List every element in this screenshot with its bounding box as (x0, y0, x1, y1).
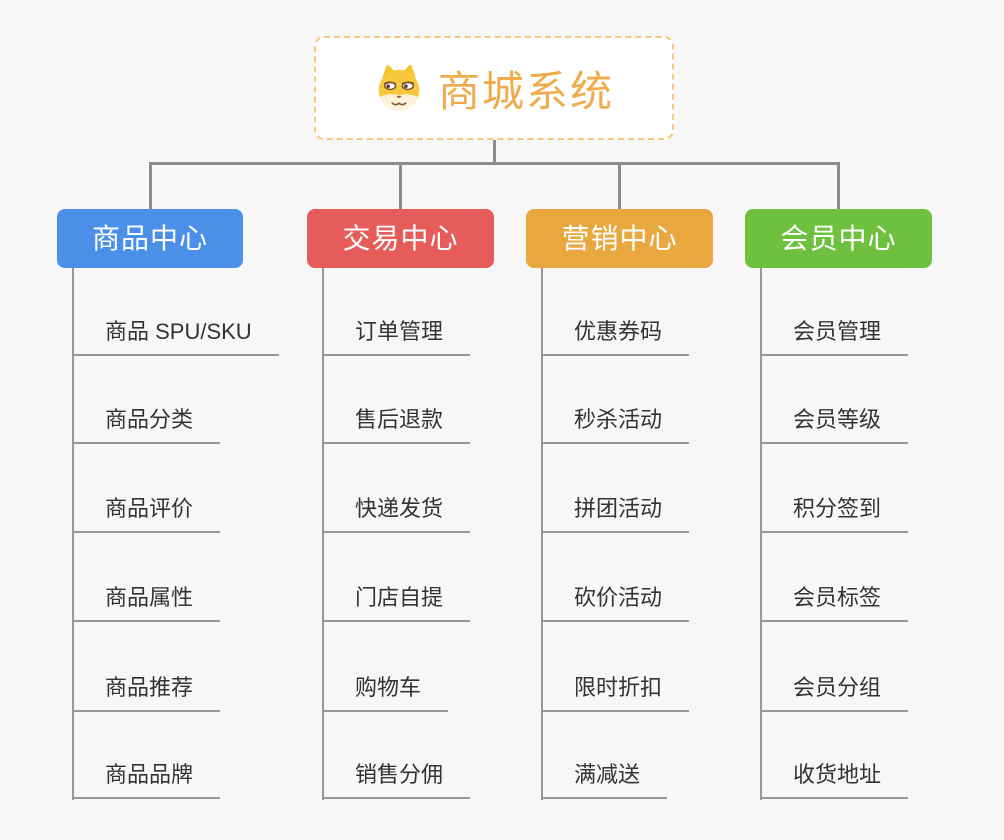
connector-drop-product (149, 162, 152, 210)
leaf-item[interactable]: 快递发货 (322, 496, 471, 533)
leaf-item[interactable]: 商品推荐 (72, 675, 221, 712)
connector-drop-member (837, 162, 840, 210)
leaf-item[interactable]: 订单管理 (322, 319, 471, 356)
leaf-item[interactable]: 限时折扣 (541, 675, 690, 712)
branch-vline (760, 268, 762, 800)
leaf-item[interactable]: 会员分组 (760, 675, 909, 712)
root-title: 商城系统 (437, 67, 614, 115)
branch-vline (541, 268, 543, 800)
leaf-item[interactable]: 购物车 (322, 675, 449, 712)
leaf-item[interactable]: 会员管理 (760, 319, 909, 356)
leaf-item[interactable]: 会员等级 (760, 407, 909, 444)
branch-vline (72, 268, 74, 800)
connector-drop-trade (399, 162, 402, 210)
branch-marketing: 营销中心 优惠券码 秒杀活动 拼团活动 砍价活动 限时折扣 满减送 (526, 209, 713, 809)
root-node[interactable]: 商城系统 (314, 36, 674, 140)
leaf-item[interactable]: 会员标签 (760, 585, 909, 622)
leaf-item[interactable]: 商品分类 (72, 407, 221, 444)
leaf-item[interactable]: 商品品牌 (72, 762, 221, 799)
branch-header-member[interactable]: 会员中心 (745, 209, 932, 268)
branch-product: 商品中心 商品 SPU/SKU 商品分类 商品评价 商品属性 商品推荐 商品品牌 (57, 209, 279, 809)
leaf-item[interactable]: 拼团活动 (541, 496, 690, 533)
branch-header-product[interactable]: 商品中心 (57, 209, 243, 268)
leaf-item[interactable]: 满减送 (541, 762, 668, 799)
leaf-item[interactable]: 销售分佣 (322, 762, 471, 799)
branch-header-marketing[interactable]: 营销中心 (526, 209, 713, 268)
leaf-item[interactable]: 收货地址 (760, 762, 909, 799)
leaf-item[interactable]: 秒杀活动 (541, 407, 690, 444)
leaf-item[interactable]: 积分签到 (760, 496, 909, 533)
leaf-item[interactable]: 售后退款 (322, 407, 471, 444)
connector-drop-marketing (618, 162, 621, 210)
branch-header-trade[interactable]: 交易中心 (307, 209, 494, 268)
leaf-item[interactable]: 砍价活动 (541, 585, 690, 622)
leaf-item[interactable]: 优惠券码 (541, 319, 690, 356)
connector-root-stem (493, 140, 496, 163)
leaf-item[interactable]: 商品评价 (72, 496, 221, 533)
leaf-item[interactable]: 商品属性 (72, 585, 221, 622)
branch-trade: 交易中心 订单管理 售后退款 快递发货 门店自提 购物车 销售分佣 (307, 209, 494, 809)
leaf-item[interactable]: 门店自提 (322, 585, 471, 622)
dog-face-icon (378, 64, 420, 111)
leaf-item[interactable]: 商品 SPU/SKU (72, 319, 279, 356)
branch-vline (322, 268, 324, 800)
branch-member: 会员中心 会员管理 会员等级 积分签到 会员标签 会员分组 收货地址 (745, 209, 932, 809)
connector-bus (149, 162, 840, 165)
